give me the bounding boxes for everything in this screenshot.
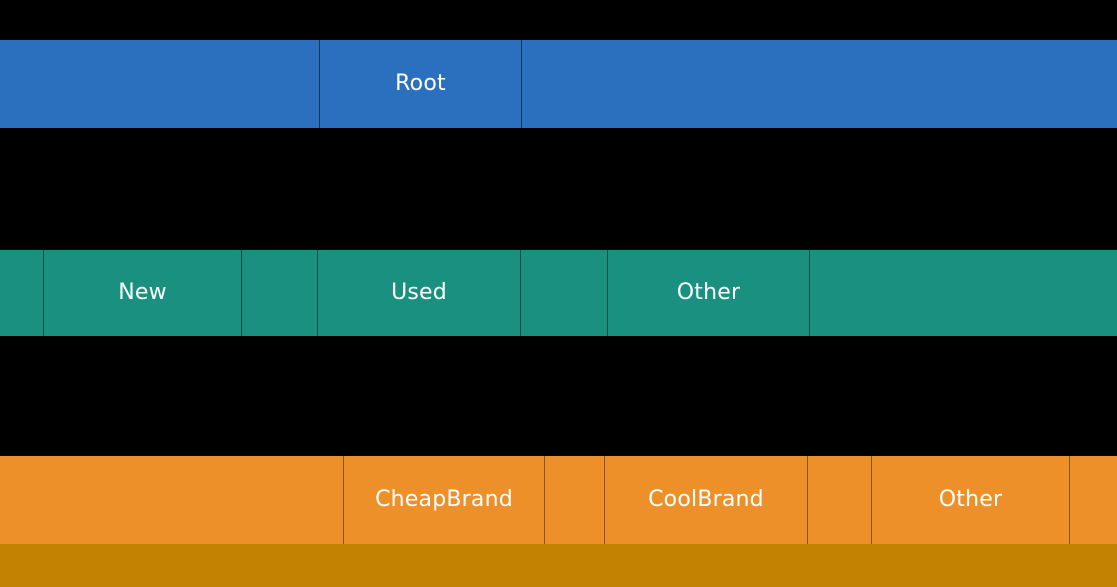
icicle-node-unlabeled[interactable] (0, 544, 1117, 587)
icicle-node-unlabeled[interactable] (810, 250, 1117, 336)
icicle-level-leaf-level (0, 544, 1117, 587)
icicle-node-label: Other (676, 280, 741, 305)
icicle-node-unlabeled[interactable] (1070, 456, 1117, 544)
icicle-node-cheapbrand[interactable]: CheapBrand (344, 456, 545, 544)
icicle-node-unlabeled[interactable] (521, 250, 608, 336)
icicle-level-brand-level: CheapBrand CoolBrand Other (0, 456, 1117, 544)
icicle-node-used[interactable]: Used (318, 250, 521, 336)
icicle-node-root[interactable]: Root (320, 40, 522, 128)
icicle-node-label: CoolBrand (648, 487, 764, 512)
icicle-node-unlabeled[interactable] (0, 456, 344, 544)
icicle-node-unlabeled[interactable] (545, 456, 605, 544)
icicle-node-other[interactable]: Other (872, 456, 1070, 544)
icicle-node-unlabeled[interactable] (0, 250, 44, 336)
icicle-node-label: New (118, 280, 167, 305)
icicle-node-label: Other (938, 487, 1003, 512)
icicle-node-coolbrand[interactable]: CoolBrand (605, 456, 808, 544)
icicle-node-unlabeled[interactable] (522, 40, 1117, 128)
icicle-node-label: CheapBrand (375, 487, 513, 512)
icicle-node-label: Used (391, 280, 447, 305)
icicle-node-unlabeled[interactable] (0, 40, 320, 128)
icicle-node-unlabeled[interactable] (808, 456, 872, 544)
icicle-node-new[interactable]: New (44, 250, 242, 336)
icicle-node-label: Root (395, 71, 446, 96)
icicle-level-root-level: Root (0, 40, 1117, 128)
icicle-node-unlabeled[interactable] (242, 250, 318, 336)
icicle-node-other[interactable]: Other (608, 250, 810, 336)
icicle-level-condition-level: New Used Other (0, 250, 1117, 336)
